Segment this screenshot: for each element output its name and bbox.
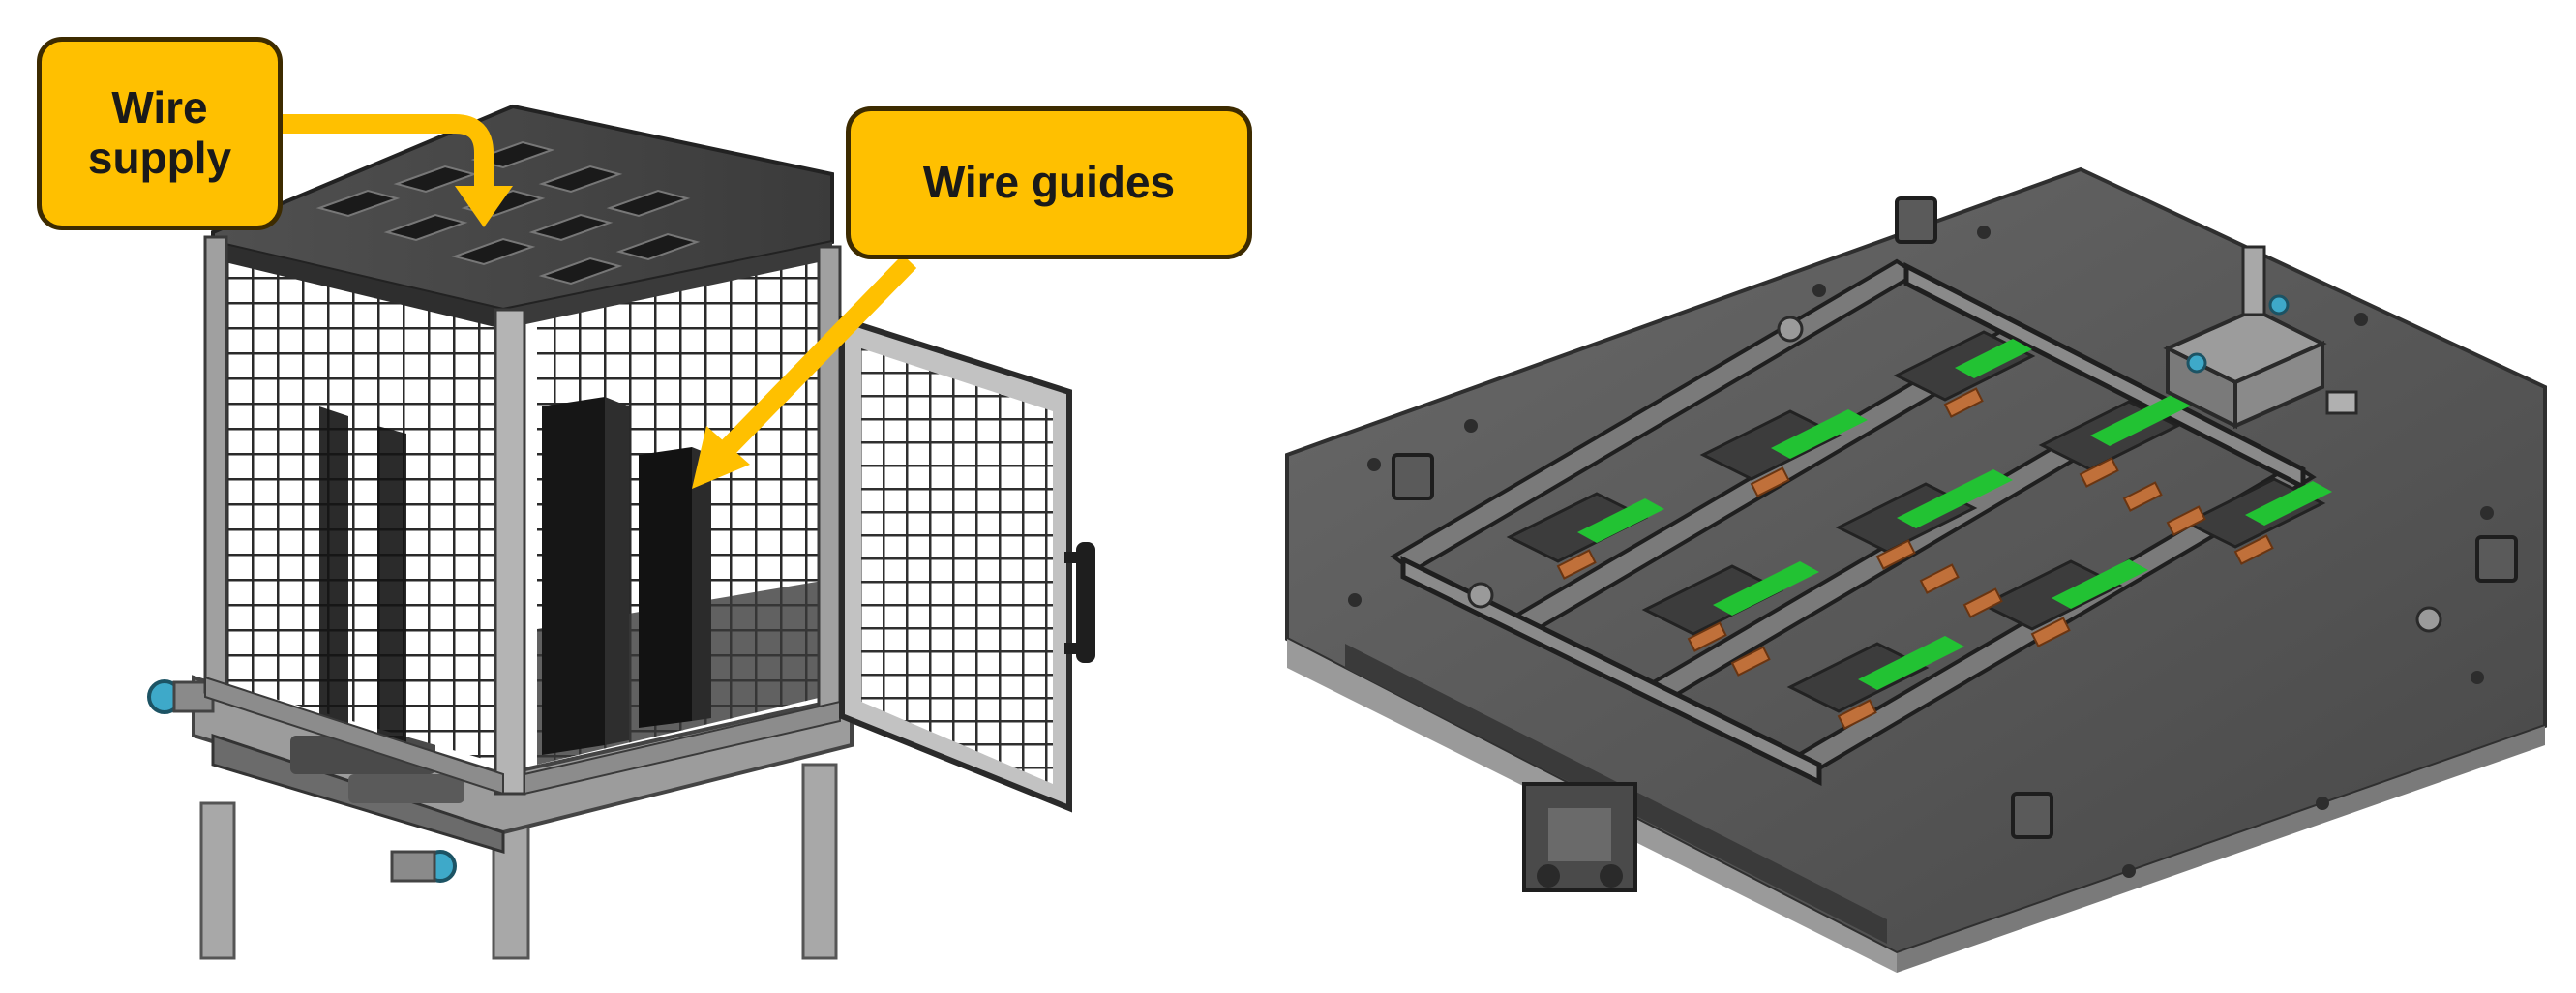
wire-supply-label: Wire supply xyxy=(87,82,232,183)
wire-supply-arrow xyxy=(283,114,513,227)
wire-guides-arrow xyxy=(692,255,917,489)
wire-guides-label: Wire guides xyxy=(922,157,1176,208)
wire-fixture-plate-illustration xyxy=(1285,166,2547,973)
wire-guides-callout: Wire guides xyxy=(846,106,1252,259)
wire-nests xyxy=(1506,330,2332,730)
wire-feeding-cabinet-illustration xyxy=(147,104,1095,960)
pneumatic-cylinder xyxy=(2163,245,2358,430)
wire-supply-callout: Wire supply xyxy=(37,37,283,230)
